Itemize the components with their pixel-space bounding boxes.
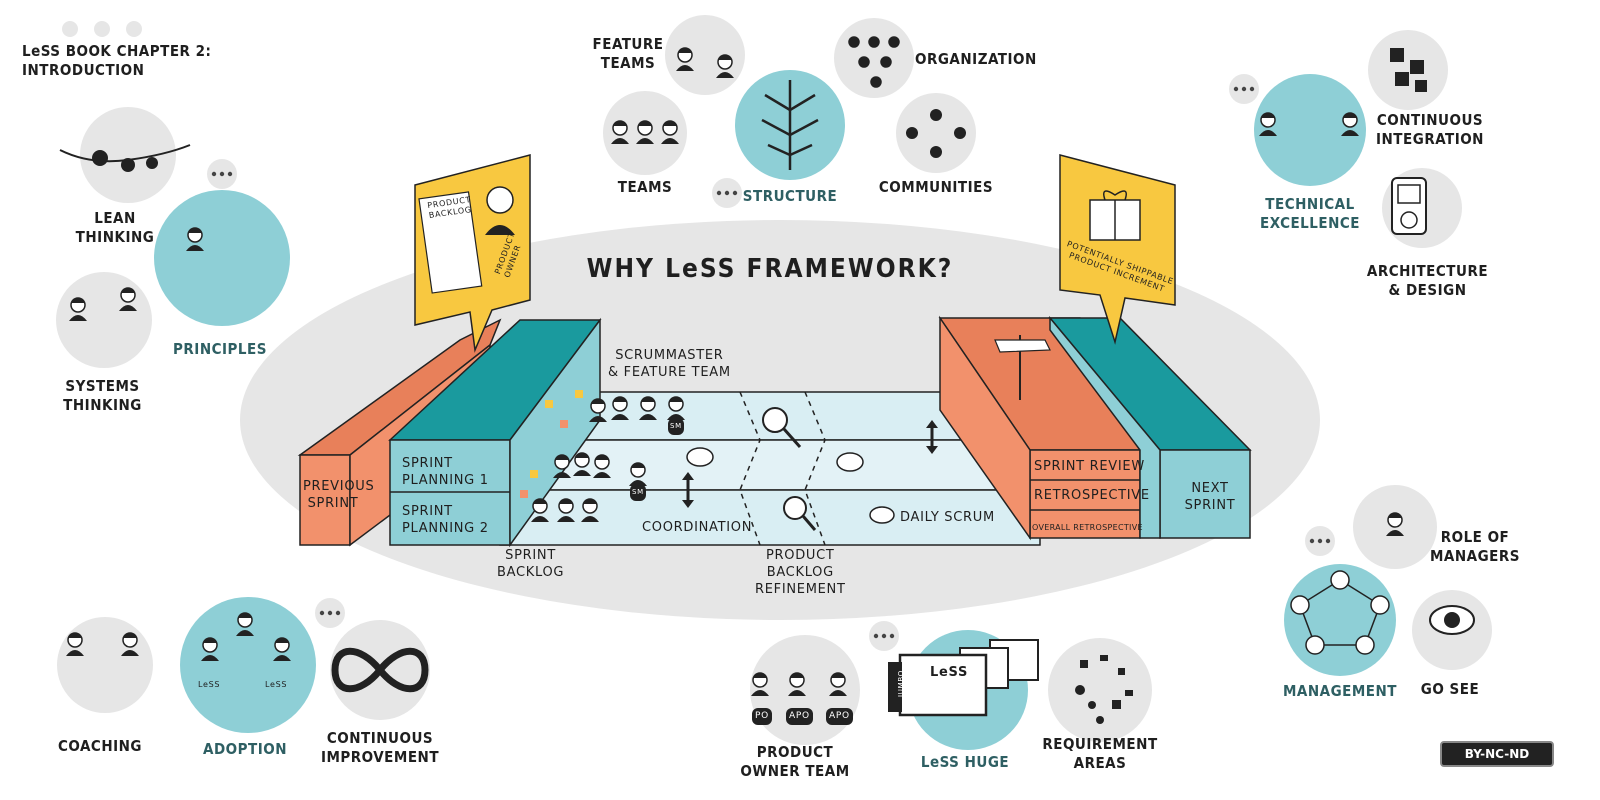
next-sprint-block: [1048, 315, 1252, 539]
architecture-design-label[interactable]: ARCHITECTURE & DESIGN: [1366, 262, 1489, 299]
sprint-backlog-label: SPRINT BACKLOG: [497, 548, 565, 580]
scrummaster-feature-team-label: SCRUMMASTER & FEATURE TEAM: [608, 348, 731, 380]
feature-teams-label[interactable]: FEATURE TEAMS: [592, 35, 664, 72]
less-box-label: LeSS: [930, 665, 969, 680]
product-backlog-card: [414, 154, 531, 353]
next-sprint-label: NEXT SPRINT: [1184, 481, 1236, 513]
management-network-icon: [1290, 570, 1390, 655]
requirement-areas-icon: [1075, 655, 1133, 724]
organization-icon: [848, 36, 900, 88]
less-huge-label[interactable]: LeSS HUGE: [920, 753, 1010, 771]
organization-label[interactable]: ORGANIZATION: [915, 50, 1037, 68]
infinity-icon: [331, 647, 429, 693]
chapter-title: LeSS BOOK CHAPTER 2: INTRODUCTION: [22, 42, 212, 79]
sprint-planning-block: [388, 317, 602, 548]
arrows: [682, 420, 938, 508]
sprint-planning-2-label: SPRINT PLANNING 2: [402, 504, 489, 536]
previous-sprint-label: PREVIOUS SPRINT: [303, 479, 375, 511]
decorative-dots: [62, 21, 142, 37]
lean-thinking-label[interactable]: LEAN THINKING: [75, 209, 155, 246]
go-see-label[interactable]: GO SEE: [1420, 680, 1480, 698]
coaching-label[interactable]: COACHING: [58, 737, 142, 755]
sm-badge: SM: [668, 418, 684, 435]
communities-label[interactable]: COMMUNITIES: [878, 178, 994, 196]
lean-thinking-icon: [59, 144, 191, 172]
apo-badge: APO: [826, 708, 853, 725]
apo-badge: APO: [786, 708, 813, 725]
license-badge[interactable]: BY-NC-ND: [1440, 741, 1554, 767]
coordination-label: COORDINATION: [642, 520, 753, 535]
requirement-areas-label[interactable]: REQUIREMENT AREAS: [1042, 735, 1158, 772]
topic-circles: [56, 15, 1492, 750]
management-label[interactable]: MANAGEMENT: [1282, 682, 1398, 700]
retrospective-label: RETROSPECTIVE: [1034, 488, 1150, 503]
puzzle-icon: [1390, 48, 1427, 92]
communities-icon: [906, 109, 966, 158]
technical-excellence-label[interactable]: TECHNICAL EXCELLENCE: [1259, 195, 1361, 232]
systems-thinking-label[interactable]: SYSTEMS THINKING: [63, 377, 142, 414]
product-backlog-refinement-label: PRODUCT BACKLOG REFINEMENT: [755, 548, 846, 597]
less-shirt-label: LeSS: [198, 680, 221, 689]
page-title: WHY LeSS FRAMEWORK?: [586, 254, 954, 284]
jumbo-label: JUMBO: [896, 670, 905, 697]
increment-card: [1059, 154, 1176, 345]
role-of-managers-label[interactable]: ROLE OF MANAGERS: [1429, 528, 1521, 565]
magnifier-icon: [762, 407, 817, 531]
less-huge-boxes-icon: [888, 639, 1039, 717]
sprint-planning-1-label: SPRINT PLANNING 1: [402, 456, 489, 488]
ipod-icon: [1391, 177, 1427, 235]
eye-icon: [1429, 605, 1475, 635]
structure-label[interactable]: STRUCTURE: [742, 187, 838, 205]
structure-tree-icon: [761, 80, 819, 170]
less-shirt-label: LeSS: [265, 680, 288, 689]
daily-scrum-label: DAILY SCRUM: [900, 510, 995, 525]
sprint-review-label: SPRINT REVIEW: [1034, 459, 1145, 474]
sm-badge: SM: [630, 484, 646, 501]
continuous-improvement-label[interactable]: CONTINUOUS IMPROVEMENT: [320, 729, 440, 766]
product-owner-team-label[interactable]: PRODUCT OWNER TEAM: [740, 743, 850, 780]
speech-bubble-icon: [686, 447, 895, 524]
po-badge: PO: [752, 708, 772, 725]
overall-retrospective-label: OVERALL RETROSPECTIVE: [1032, 523, 1143, 532]
adoption-label[interactable]: ADOPTION: [203, 740, 287, 758]
continuous-integration-label[interactable]: CONTINUOUS INTEGRATION: [1376, 111, 1484, 148]
teams-label[interactable]: TEAMS: [617, 178, 673, 196]
principles-label[interactable]: PRINCIPLES: [173, 340, 267, 358]
